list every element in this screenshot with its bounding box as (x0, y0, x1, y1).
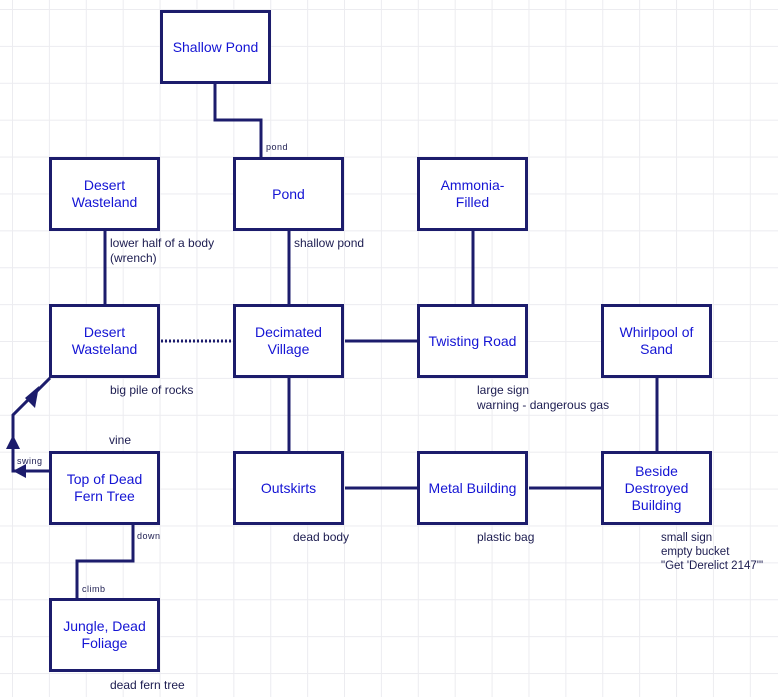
room-desert-wasteland-north[interactable]: Desert Wasteland (49, 157, 160, 231)
edge-label-swing: swing (17, 456, 43, 466)
room-twisting-road[interactable]: Twisting Road (417, 304, 528, 378)
room-decimated-village[interactable]: Decimated Village (233, 304, 344, 378)
note-twisting-road: large sign warning - dangerous gas (477, 383, 610, 412)
arrowhead-up-icon (6, 435, 20, 449)
note-pond: shallow pond (294, 236, 365, 250)
room-jungle-dead-foliage[interactable]: Jungle, Dead Foliage (49, 598, 160, 672)
note-desert-wasteland: big pile of rocks (110, 383, 194, 397)
room-ammonia-filled[interactable]: Ammonia-Filled (417, 157, 528, 231)
room-metal-building[interactable]: Metal Building (417, 451, 528, 525)
note-top-of-dead-fern-tree: vine (109, 433, 132, 447)
connection-shallow-pond-pond (213, 84, 263, 158)
note-jungle-dead-foliage: dead fern tree (110, 678, 185, 692)
room-beside-destroyed-building[interactable]: Beside Destroyed Building (601, 451, 712, 525)
note-metal-building: plastic bag (477, 530, 535, 544)
room-whirlpool-of-sand[interactable]: Whirlpool of Sand (601, 304, 712, 378)
edge-label-pond: pond (266, 142, 289, 152)
room-pond[interactable]: Pond (233, 157, 344, 231)
arrowhead-upright-icon (25, 386, 39, 408)
note-desert-wasteland-north: lower half of a body (wrench) (110, 236, 215, 265)
room-top-of-dead-fern-tree[interactable]: Top of Dead Fern Tree (49, 451, 160, 525)
room-outskirts[interactable]: Outskirts (233, 451, 344, 525)
room-shallow-pond[interactable]: Shallow Pond (160, 10, 271, 84)
edge-label-climb: climb (82, 584, 106, 594)
edge-label-down: down (137, 531, 161, 541)
room-desert-wasteland[interactable]: Desert Wasteland (49, 304, 160, 378)
note-beside-destroyed-building: small sign empty bucket "Get 'Derelict 2… (661, 532, 764, 572)
note-outskirts: dead body (293, 530, 350, 544)
connection-fern-jungle (75, 525, 135, 600)
arrowhead-left-icon (13, 464, 26, 478)
